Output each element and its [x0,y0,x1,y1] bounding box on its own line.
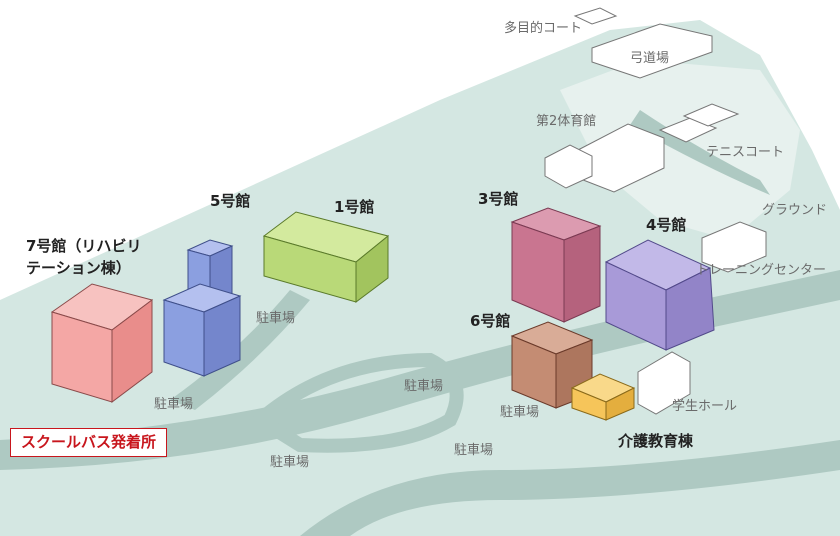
label-kyudojo: 弓道場 [630,51,670,66]
bus-stop-label[interactable]: スクールバス発着所 [10,428,168,457]
label-building-1: 1号館 [334,198,375,216]
label-building-kaigo: 介護教育棟 [618,432,694,450]
label-building-7: 7号館（リハビリ テーション棟） [26,236,141,280]
tennis-courts [658,103,740,143]
building-1 [262,211,390,303]
label-ground: グラウンド [762,203,828,218]
training-center-building [701,221,767,273]
building-7 [50,283,154,403]
label-building-6: 6号館 [470,312,511,330]
label-building-7-line2: テーション棟） [26,258,131,277]
kyudojo-building [591,23,713,79]
south-road [300,440,840,536]
label-tamokuteki-court: 多目的コート [504,21,583,36]
label-building-7-line1: 7号館（リハビリ [26,237,142,255]
label-parking: 駐車場 [404,379,444,394]
label-parking: 駐車場 [256,311,296,326]
taiikukan2-building [544,123,665,193]
label-parking: 駐車場 [270,455,310,470]
building-5 [162,239,242,377]
gakusei-hall-building [637,351,691,415]
loop-road [248,352,464,453]
label-building-3: 3号館 [478,190,519,208]
label-gakusei-hall: 学生ホール [672,399,738,414]
building-6 [510,321,594,409]
building-kaigo [570,373,636,421]
label-training-center: トレーニングセンター [696,263,827,278]
label-parking: 駐車場 [500,405,540,420]
building-4 [604,239,715,351]
court-multi [573,7,618,25]
label-parking: 駐車場 [454,443,494,458]
label-building-4: 4号館 [646,216,687,234]
label-tennis-court: テニスコート [706,145,785,160]
label-building-5: 5号館 [210,192,251,210]
label-parking: 駐車場 [154,397,194,412]
building-3 [510,207,602,323]
label-dai2-taiikukan: 第2体育館 [536,114,597,129]
